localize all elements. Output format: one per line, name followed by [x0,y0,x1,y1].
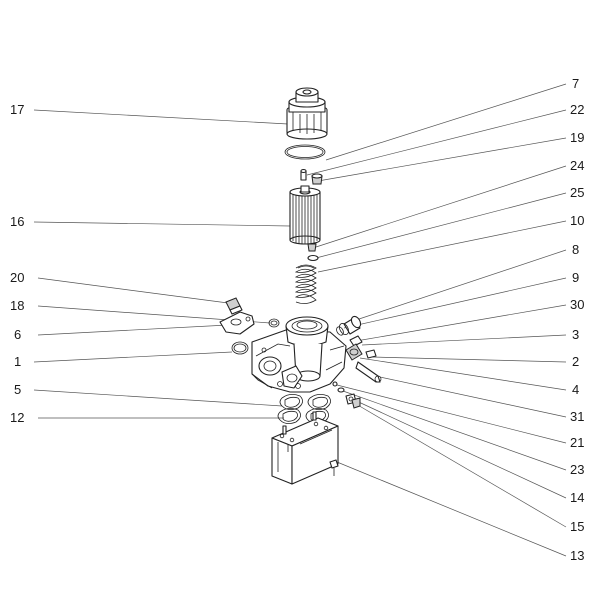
callout-14: 14 [570,490,585,505]
leader-13 [336,461,567,557]
callout-20: 20 [10,270,25,285]
leader-19 [317,137,567,182]
callout-21: 21 [570,435,585,450]
leader-23 [342,390,567,471]
leader-10 [317,220,567,273]
callout-3: 3 [572,327,580,342]
leader-4 [359,357,567,391]
callout-18: 18 [10,298,25,313]
small-o-ring [268,318,280,328]
callout-19: 19 [570,130,585,145]
callout-17: 17 [10,102,25,117]
callout-1: 1 [14,354,22,369]
callout-12: 12 [10,410,25,425]
callout-9: 9 [572,270,580,285]
callout-10: 10 [570,213,585,228]
side-fitting [336,315,362,336]
main-housing [231,316,347,393]
leader-22 [306,109,567,176]
leader-16 [33,221,291,227]
callout-25: 25 [570,185,585,200]
cap-o-ring [284,144,326,160]
leader-lines [33,83,567,557]
callout-13: 13 [570,548,585,563]
callout-15: 15 [570,519,585,534]
leader-30 [355,304,567,342]
small-fittings [332,381,361,409]
callout-31: 31 [570,409,585,424]
callout-16: 16 [10,214,25,229]
callout-6: 6 [14,327,22,342]
leader-24 [315,165,567,248]
small-pin [300,168,307,181]
leader-8 [355,249,567,321]
callout-30: 30 [570,297,585,312]
leader-14 [349,397,567,499]
leader-15 [355,403,567,528]
leader-25 [315,192,567,259]
cooler-block [271,411,339,485]
screws-and-sensor [345,335,382,383]
callout-2: 2 [572,354,580,369]
gasket [219,311,255,335]
leader-5 [33,389,283,407]
leader-7 [325,83,567,161]
callout-5: 5 [14,382,22,397]
plug [225,297,243,315]
callout-23: 23 [570,462,585,477]
leader-1 [33,351,233,363]
filter-cartridge [289,185,321,245]
leader-21 [336,384,567,444]
callout-24: 24 [570,158,585,173]
housing-seals [277,394,331,424]
leader-31 [379,376,567,418]
callout-4: 4 [572,382,580,397]
leader-17 [33,109,289,125]
leader-3 [361,334,567,346]
leader-9 [343,277,567,329]
leader-6 [37,324,229,336]
filter-cap [286,87,328,140]
leader-20 [37,277,229,304]
small-valve-parts [307,243,319,262]
leader-2 [371,356,567,363]
valve [311,173,323,185]
callout-8: 8 [572,242,580,257]
callout-7: 7 [572,76,580,91]
callout-22: 22 [570,102,585,117]
spring [294,264,317,304]
